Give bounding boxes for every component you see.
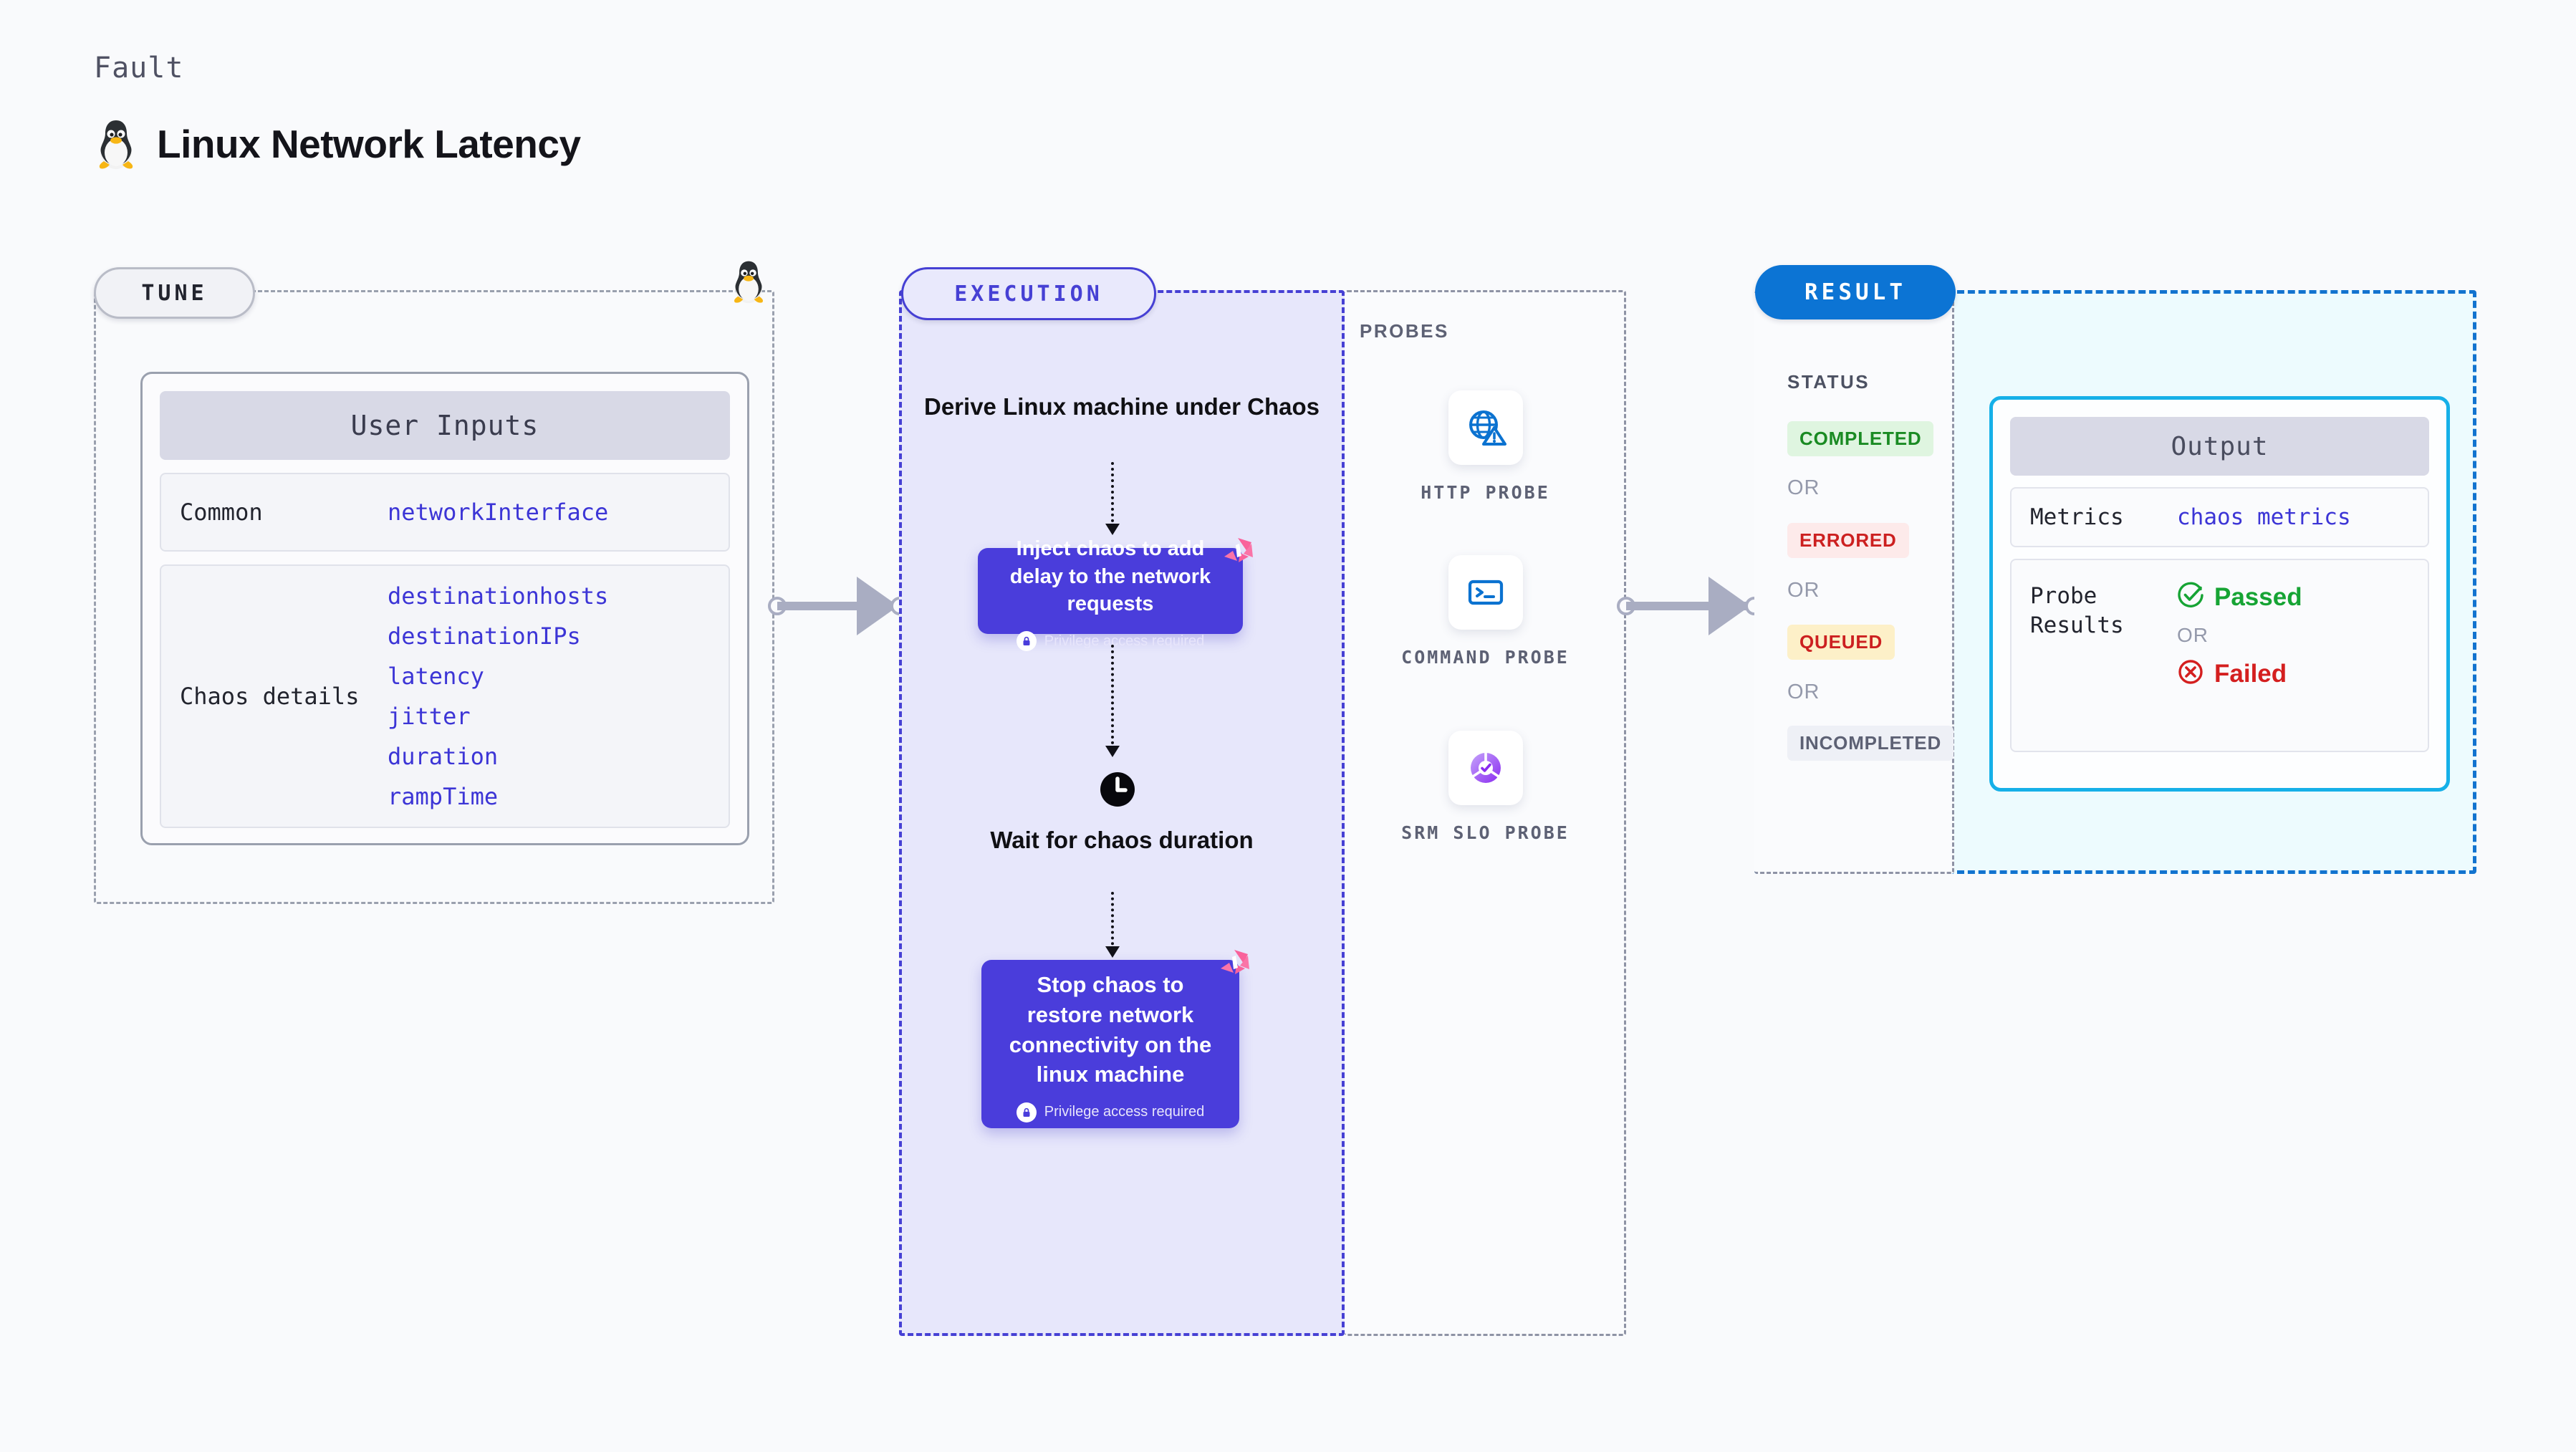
tune-value[interactable]: duration: [388, 743, 499, 770]
tune-row-key: Chaos details: [180, 682, 360, 710]
probes-section-label: PROBES: [1360, 320, 1449, 342]
status-badge-incompleted: INCOMPLETED: [1787, 726, 1954, 761]
status-subpanel: [1754, 290, 1954, 874]
privilege-note-text: Privilege access required: [1044, 1104, 1205, 1120]
probe-result-passed: Passed: [2177, 582, 2302, 612]
result-pill-label: RESULT: [1755, 265, 1956, 319]
status-section-label: STATUS: [1787, 371, 1870, 393]
probe-result-failed-label: Failed: [2214, 659, 2287, 688]
tune-row-chaos-details: Chaos details destinationhosts destinati…: [160, 564, 730, 828]
output-probe-results-row: Probe Results Passed OR: [2010, 559, 2429, 752]
tune-row-values: destinationhosts destinationIPs latency …: [388, 585, 608, 808]
probe-command[interactable]: COMMAND PROBE: [1345, 555, 1626, 670]
flow-arrow-inject-to-wait: [1105, 645, 1120, 757]
status-or-1: OR: [1787, 476, 1820, 499]
execution-panel: [899, 290, 1345, 1336]
execution-stop-step[interactable]: Stop chaos to restore network connectivi…: [981, 950, 1249, 1128]
lock-icon: [1016, 631, 1037, 652]
tune-value[interactable]: jitter: [388, 703, 471, 730]
execution-wait-step-label: Wait for chaos duration: [990, 827, 1254, 853]
tune-row-common: Common networkInterface: [160, 473, 730, 552]
execution-derive-step-label: Derive Linux machine under Chaos: [924, 393, 1320, 420]
user-inputs-header: User Inputs: [160, 391, 730, 460]
user-inputs-card: User Inputs Common networkInterface Chao…: [140, 372, 749, 845]
lock-icon: [1016, 1102, 1037, 1122]
probe-result-or: OR: [2177, 624, 2209, 646]
globe-warning-icon: [1448, 390, 1523, 465]
execution-pill-label: EXECUTION: [901, 267, 1156, 320]
status-or-3: OR: [1787, 681, 1820, 703]
probe-result-outcomes: Passed OR Failed: [2177, 582, 2302, 689]
status-badge-completed: COMPLETED: [1787, 421, 1934, 456]
probe-srm-slo[interactable]: SRM SLO PROBE: [1345, 731, 1626, 845]
page-title-text: Linux Network Latency: [157, 122, 581, 166]
status-or-2: OR: [1787, 579, 1820, 602]
harness-logo-icon: [1216, 947, 1251, 985]
probe-label: HTTP PROBE: [1421, 482, 1550, 503]
privilege-note: Privilege access required: [1016, 631, 1205, 652]
execution-inject-title: Inject chaos to add delay to the network…: [1009, 537, 1211, 616]
probe-label: COMMAND PROBE: [1401, 647, 1570, 668]
output-metrics-key: Metrics: [2030, 504, 2124, 530]
x-circle-icon: [2177, 658, 2204, 689]
tune-pill-label: TUNE: [94, 267, 255, 319]
output-probe-results-key: Probe Results: [2030, 583, 2124, 638]
privilege-note: Privilege access required: [1016, 1102, 1205, 1122]
probe-result-failed: Failed: [2177, 658, 2302, 689]
tune-row-values: networkInterface: [388, 501, 608, 524]
output-card: Output Metrics chaos metrics Probe Resul…: [1989, 396, 2450, 792]
flow-arrow-derive-to-inject: [1105, 462, 1120, 535]
tune-value[interactable]: rampTime: [388, 783, 499, 810]
execution-inject-step[interactable]: Inject chaos to add delay to the network…: [978, 537, 1253, 652]
probe-result-passed-label: Passed: [2214, 582, 2302, 611]
execution-stop-title: Stop chaos to restore network connectivi…: [1009, 972, 1212, 1087]
page-title: Linux Network Latency: [94, 118, 581, 170]
terminal-icon: [1448, 555, 1523, 630]
status-badge-queued: QUEUED: [1787, 625, 1895, 660]
output-metrics-value[interactable]: chaos metrics: [2177, 504, 2351, 530]
slo-donut-check-icon: [1448, 731, 1523, 805]
check-circle-icon: [2177, 582, 2204, 612]
clock-icon: [1099, 771, 1136, 812]
tune-value[interactable]: latency: [388, 663, 484, 690]
output-metrics-row: Metrics chaos metrics: [2010, 487, 2429, 547]
tune-row-key: Common: [180, 498, 263, 526]
privilege-note-text: Privilege access required: [1044, 633, 1205, 649]
flow-arrow-wait-to-stop: [1105, 892, 1120, 958]
probe-label: SRM SLO PROBE: [1401, 822, 1570, 843]
probe-http[interactable]: HTTP PROBE: [1345, 390, 1626, 505]
tune-value[interactable]: destinationIPs: [388, 622, 581, 650]
status-badge-errored: ERRORED: [1787, 523, 1909, 558]
tux-penguin-icon: [729, 259, 768, 307]
output-header: Output: [2010, 417, 2429, 476]
tune-value[interactable]: destinationhosts: [388, 582, 609, 610]
fault-kicker-label: Fault: [94, 52, 184, 85]
harness-logo-icon: [1220, 535, 1254, 573]
tune-value[interactable]: networkInterface: [388, 499, 609, 526]
tux-penguin-icon: [94, 118, 138, 170]
